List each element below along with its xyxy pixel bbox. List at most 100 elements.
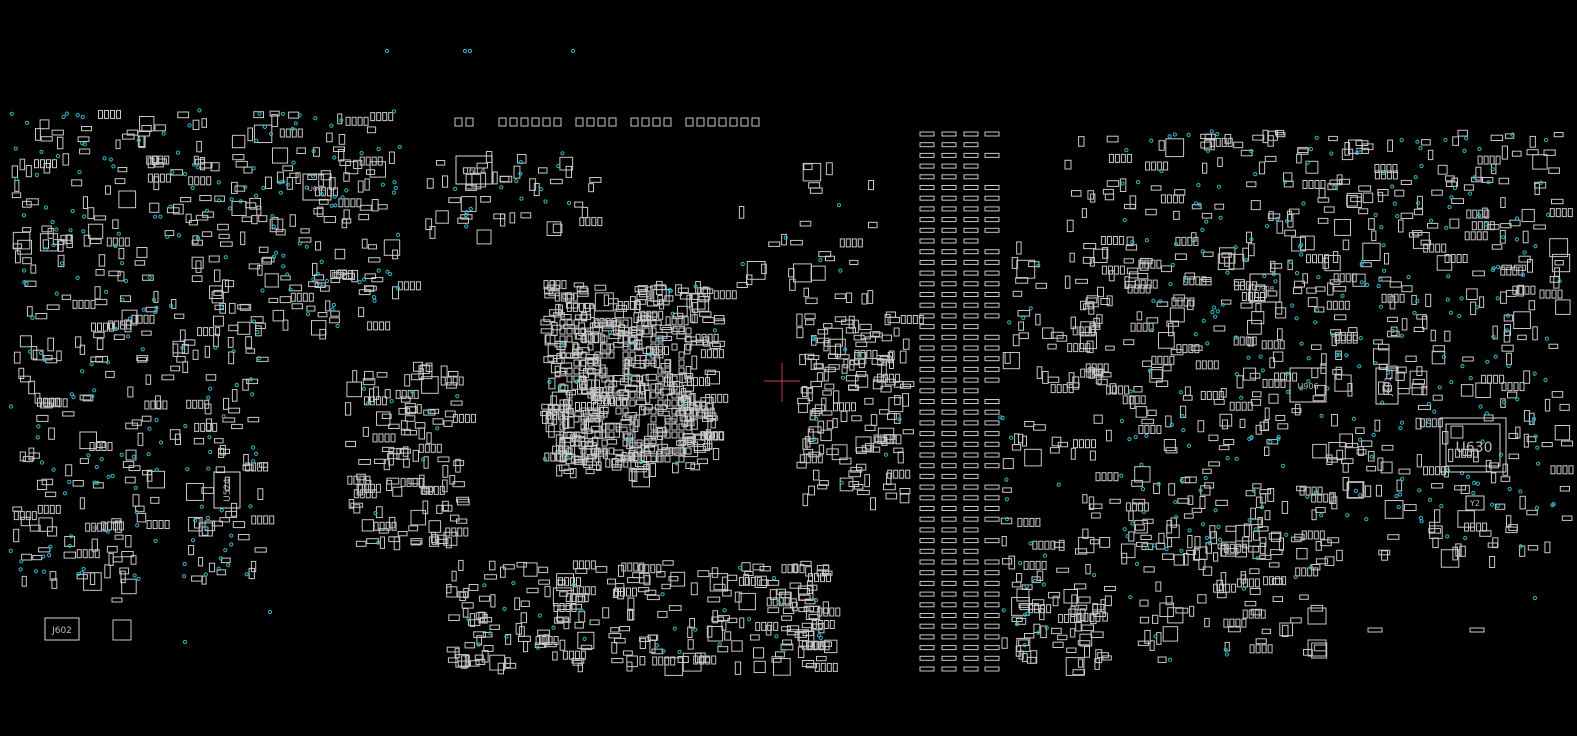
via xyxy=(1395,214,1400,219)
via xyxy=(1190,238,1196,243)
pad xyxy=(963,591,979,597)
via xyxy=(1531,416,1537,422)
pad xyxy=(280,275,291,281)
pad xyxy=(1356,449,1367,455)
pad xyxy=(864,424,876,432)
pad xyxy=(573,431,580,439)
pad xyxy=(941,281,957,287)
pad xyxy=(111,597,123,603)
pad xyxy=(1334,374,1352,392)
pad xyxy=(941,270,957,276)
pad xyxy=(1313,530,1319,540)
component-u524[interactable]: U524 xyxy=(213,471,241,509)
component-u630[interactable]: U630 xyxy=(1439,417,1507,473)
pad xyxy=(291,303,304,310)
pad xyxy=(809,606,820,613)
pad xyxy=(963,548,979,554)
via xyxy=(1514,216,1520,221)
via xyxy=(1406,275,1411,280)
via xyxy=(36,424,41,429)
pad xyxy=(984,452,1000,458)
pad xyxy=(1291,408,1302,414)
pad xyxy=(1221,137,1227,147)
pad xyxy=(984,623,1000,629)
pad xyxy=(636,439,643,447)
component-j601[interactable]: J601 xyxy=(1375,367,1399,405)
pad xyxy=(1548,343,1559,349)
via xyxy=(535,645,541,650)
via xyxy=(1144,238,1150,243)
component-u600[interactable]: U600 xyxy=(302,173,332,201)
pad xyxy=(28,380,36,395)
pad xyxy=(872,349,878,359)
pad xyxy=(731,290,737,300)
pad xyxy=(919,580,935,586)
pad xyxy=(894,395,901,406)
pad xyxy=(413,361,423,372)
pad xyxy=(800,560,812,567)
pad xyxy=(531,117,540,127)
component-y2[interactable]: Y2 xyxy=(1465,495,1485,511)
pad xyxy=(585,217,591,227)
pad xyxy=(1089,612,1095,622)
via xyxy=(462,48,468,54)
via xyxy=(208,386,213,391)
component-u614[interactable]: U614 xyxy=(455,155,493,185)
pad xyxy=(1073,343,1079,353)
pad xyxy=(1157,355,1163,365)
via xyxy=(1128,389,1133,394)
via xyxy=(1145,545,1150,550)
pad xyxy=(370,112,376,122)
via xyxy=(560,151,565,156)
via xyxy=(62,491,68,496)
pad xyxy=(399,448,411,454)
pad xyxy=(629,351,636,359)
pad xyxy=(919,591,935,597)
pad xyxy=(628,336,638,344)
pad xyxy=(1186,549,1196,556)
pad xyxy=(919,195,935,201)
pad xyxy=(1506,515,1512,527)
pad xyxy=(622,319,629,327)
pad xyxy=(1244,600,1257,607)
component-u908[interactable]: U908 xyxy=(1249,273,1281,303)
pad xyxy=(594,431,601,439)
pad xyxy=(566,335,573,343)
pad xyxy=(650,564,656,574)
pad xyxy=(1506,352,1512,366)
via xyxy=(251,459,256,464)
pad xyxy=(1381,550,1388,561)
pad xyxy=(18,367,25,380)
pad xyxy=(1143,566,1155,573)
pad xyxy=(551,391,570,410)
pad xyxy=(257,265,263,276)
component-j602[interactable]: J602 xyxy=(44,617,80,641)
pad xyxy=(1315,286,1326,292)
pad xyxy=(570,603,582,610)
pad xyxy=(318,198,329,205)
pad xyxy=(1259,292,1265,301)
via xyxy=(216,180,221,185)
pad xyxy=(83,234,91,247)
pad xyxy=(1097,378,1108,386)
via xyxy=(856,353,861,358)
pad xyxy=(646,300,659,307)
pad xyxy=(57,136,64,150)
pad xyxy=(1561,440,1573,447)
pad xyxy=(581,402,586,411)
via xyxy=(206,466,211,471)
component-u906[interactable]: U906 xyxy=(1289,367,1327,403)
pad xyxy=(1267,135,1274,147)
pad xyxy=(594,407,601,415)
pad xyxy=(594,319,601,327)
pad xyxy=(865,336,876,343)
pad xyxy=(1279,622,1294,637)
pad xyxy=(320,170,331,181)
via xyxy=(313,116,318,121)
via xyxy=(1119,473,1124,478)
via xyxy=(1437,385,1442,390)
pad xyxy=(963,302,979,308)
pad xyxy=(1324,556,1335,566)
via xyxy=(219,305,224,310)
